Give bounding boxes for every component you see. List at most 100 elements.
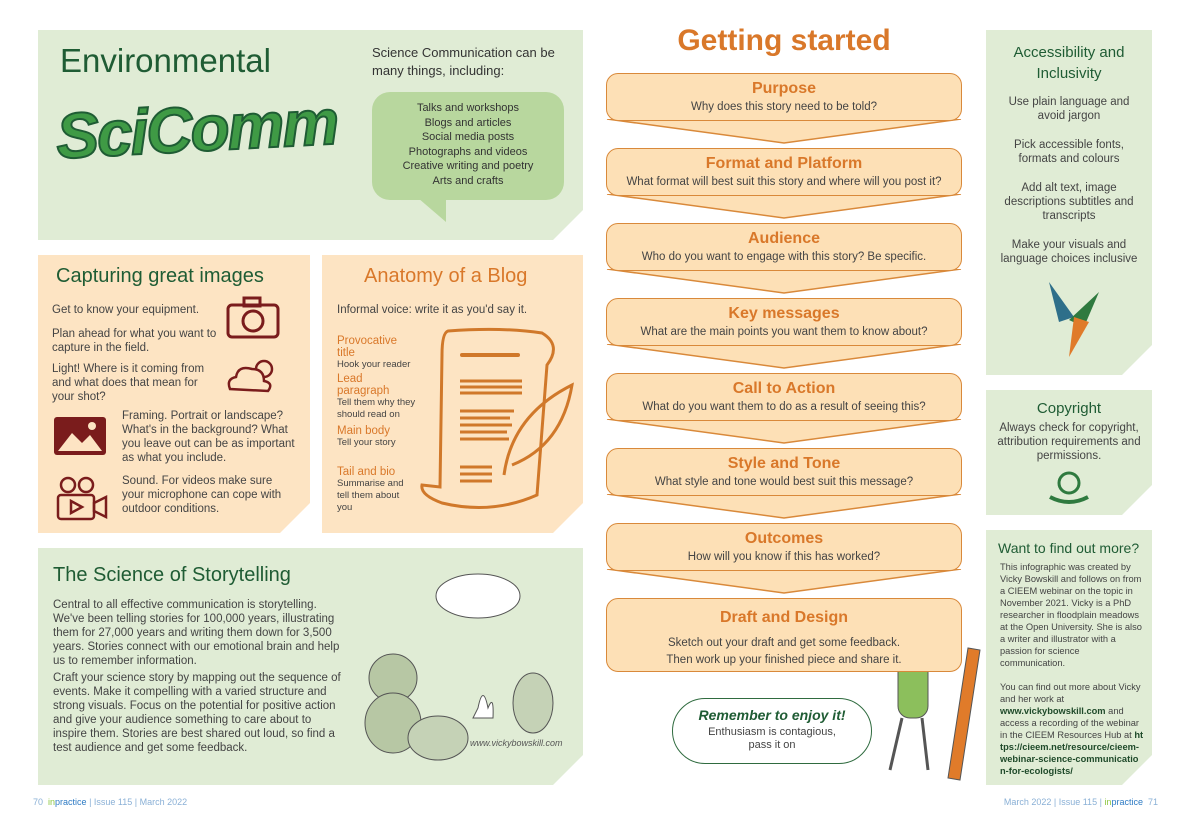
list-item: Photographs and videos bbox=[408, 145, 528, 158]
bubble-title: Remember to enjoy it! bbox=[698, 707, 846, 723]
brand-practice: practice bbox=[55, 797, 87, 807]
blog-part-label: Tail and bio bbox=[337, 466, 396, 478]
find-out-more-title: Want to find out more? bbox=[998, 540, 1140, 556]
arrow-down-icon bbox=[606, 419, 962, 444]
step-desc: What are the main points you want them t… bbox=[640, 326, 928, 338]
cavemen-campfire-illustration bbox=[348, 568, 578, 768]
blog-part: Main body Tell your story bbox=[337, 425, 417, 449]
vicky-website-link[interactable]: www.vickybowskill.com bbox=[1000, 706, 1106, 716]
access-item: Make your visuals and language choices i… bbox=[1000, 239, 1138, 265]
blog-intro: Informal voice: write it as you'd say it… bbox=[337, 304, 528, 316]
getting-started-title: Getting started bbox=[677, 24, 891, 57]
story-paragraph: Central to all effective communication i… bbox=[53, 599, 340, 667]
step-title: Draft and Design bbox=[719, 609, 848, 626]
images-title: Capturing great images bbox=[56, 265, 264, 287]
video-camera-icon bbox=[54, 475, 108, 523]
copyright-text: Always check for copyright, attribution … bbox=[997, 422, 1141, 462]
more-text: You can find out more about Vicky and he… bbox=[1000, 682, 1141, 704]
step-desc: What format will best suit this story an… bbox=[626, 176, 942, 188]
blog-part-desc: Tell them why they should read on bbox=[337, 397, 416, 420]
accessibility-panel: Accessibility and Inclusivity Use plain … bbox=[986, 30, 1152, 375]
scicomm-intro: Science Communication can be many things… bbox=[372, 45, 555, 78]
step-desc: How will you know if this has worked? bbox=[687, 551, 881, 563]
story-title: The Science of Storytelling bbox=[53, 564, 291, 586]
copyright-hand-icon bbox=[1044, 467, 1094, 507]
step-desc: Who do you want to engage with this stor… bbox=[641, 251, 927, 263]
list-item: Arts and crafts bbox=[432, 174, 504, 187]
blog-part-label: Main body bbox=[337, 425, 391, 437]
blog-part-desc: Summarise and tell them about you bbox=[337, 478, 404, 513]
images-panel: Capturing great images Get to know your … bbox=[38, 255, 310, 533]
blog-part-label: Provocative title bbox=[337, 335, 398, 359]
list-item: Creative writing and poetry bbox=[402, 160, 534, 172]
arrow-down-icon bbox=[606, 194, 962, 219]
step-title: Purpose bbox=[751, 80, 816, 97]
step-title: Call to Action bbox=[732, 380, 836, 397]
landscape-image-icon bbox=[52, 415, 108, 457]
step-title: Style and Tone bbox=[727, 455, 841, 472]
tip: Framing. Portrait or landscape? What's i… bbox=[122, 410, 295, 464]
arrow-down-icon bbox=[606, 569, 962, 594]
issue-info: March 2022 | Issue 115 | bbox=[1003, 797, 1102, 807]
more-text: and access a recording of the webinar in… bbox=[1000, 706, 1140, 740]
scroll-quill-illustration bbox=[412, 325, 582, 525]
hands-icon bbox=[1029, 272, 1109, 362]
more-paragraph-2: You can find out more about Vicky and he… bbox=[1000, 681, 1144, 777]
blog-panel: Anatomy of a Blog Informal voice: write … bbox=[322, 255, 583, 533]
blog-part: Provocative title Hook your reader bbox=[337, 335, 417, 371]
step-title: Key messages bbox=[728, 305, 840, 322]
blog-part-desc: Hook your reader bbox=[337, 359, 411, 370]
access-item: Use plain language and avoid jargon bbox=[1008, 96, 1130, 122]
step-desc: What style and tone would best suit this… bbox=[654, 476, 914, 488]
copyright-panel: Copyright Always check for copyright, at… bbox=[986, 390, 1152, 515]
find-out-more-panel: Want to find out more? This infographic … bbox=[986, 530, 1152, 785]
footer-right: March 2022 | Issue 115 | inpractice 71 bbox=[1004, 797, 1158, 807]
list-item: Talks and workshops bbox=[416, 102, 520, 114]
blog-part: Lead paragraph Tell them why they should… bbox=[337, 373, 417, 421]
brand-in: in bbox=[48, 797, 56, 807]
step-desc: What do you want them to do as a result … bbox=[642, 401, 926, 413]
tip: Light! Where is it coming from and what … bbox=[52, 363, 205, 403]
step-title: Audience bbox=[747, 230, 820, 247]
footer-left: 70 inpractice | Issue 115 | March 2022 bbox=[33, 797, 187, 807]
brand-practice: practice bbox=[1111, 797, 1143, 807]
arrow-down-icon bbox=[606, 269, 962, 294]
blog-part: Tail and bio Summarise and tell them abo… bbox=[337, 466, 407, 514]
step-desc: Why does this story need to be told? bbox=[690, 101, 878, 113]
step-desc: Sketch out your draft and get some feedb… bbox=[666, 637, 902, 666]
arrow-down-icon bbox=[606, 344, 962, 369]
arrow-down-icon bbox=[606, 119, 962, 144]
page-number: 70 bbox=[33, 797, 44, 807]
scicomm-title: Environmental bbox=[60, 42, 271, 79]
sun-cloud-icon bbox=[224, 355, 284, 395]
story-paragraph: Craft your science story by mapping out … bbox=[53, 672, 341, 754]
accessibility-title: Accessibility and Inclusivity bbox=[1013, 44, 1125, 82]
copyright-title: Copyright bbox=[1036, 400, 1102, 417]
enjoy-speech-bubble: Remember to enjoy it! Enthusiasm is cont… bbox=[672, 698, 872, 764]
list-item: Social media posts bbox=[421, 131, 515, 143]
camera-icon bbox=[226, 295, 280, 339]
blog-title: Anatomy of a Blog bbox=[364, 265, 528, 287]
storytelling-panel: The Science of Storytelling Central to a… bbox=[38, 548, 583, 785]
issue-info: | Issue 115 | March 2022 bbox=[89, 797, 188, 807]
step-title: Outcomes bbox=[744, 530, 824, 547]
access-item: Add alt text, image descriptions subtitl… bbox=[1004, 182, 1134, 222]
cieem-webinar-link[interactable]: https://cieem.net/resource/cieem-webinar… bbox=[1000, 730, 1144, 776]
tip: Plan ahead for what you want to capture … bbox=[52, 328, 217, 354]
step-title: Format and Platform bbox=[705, 155, 863, 172]
blog-part-label: Lead paragraph bbox=[337, 373, 390, 397]
